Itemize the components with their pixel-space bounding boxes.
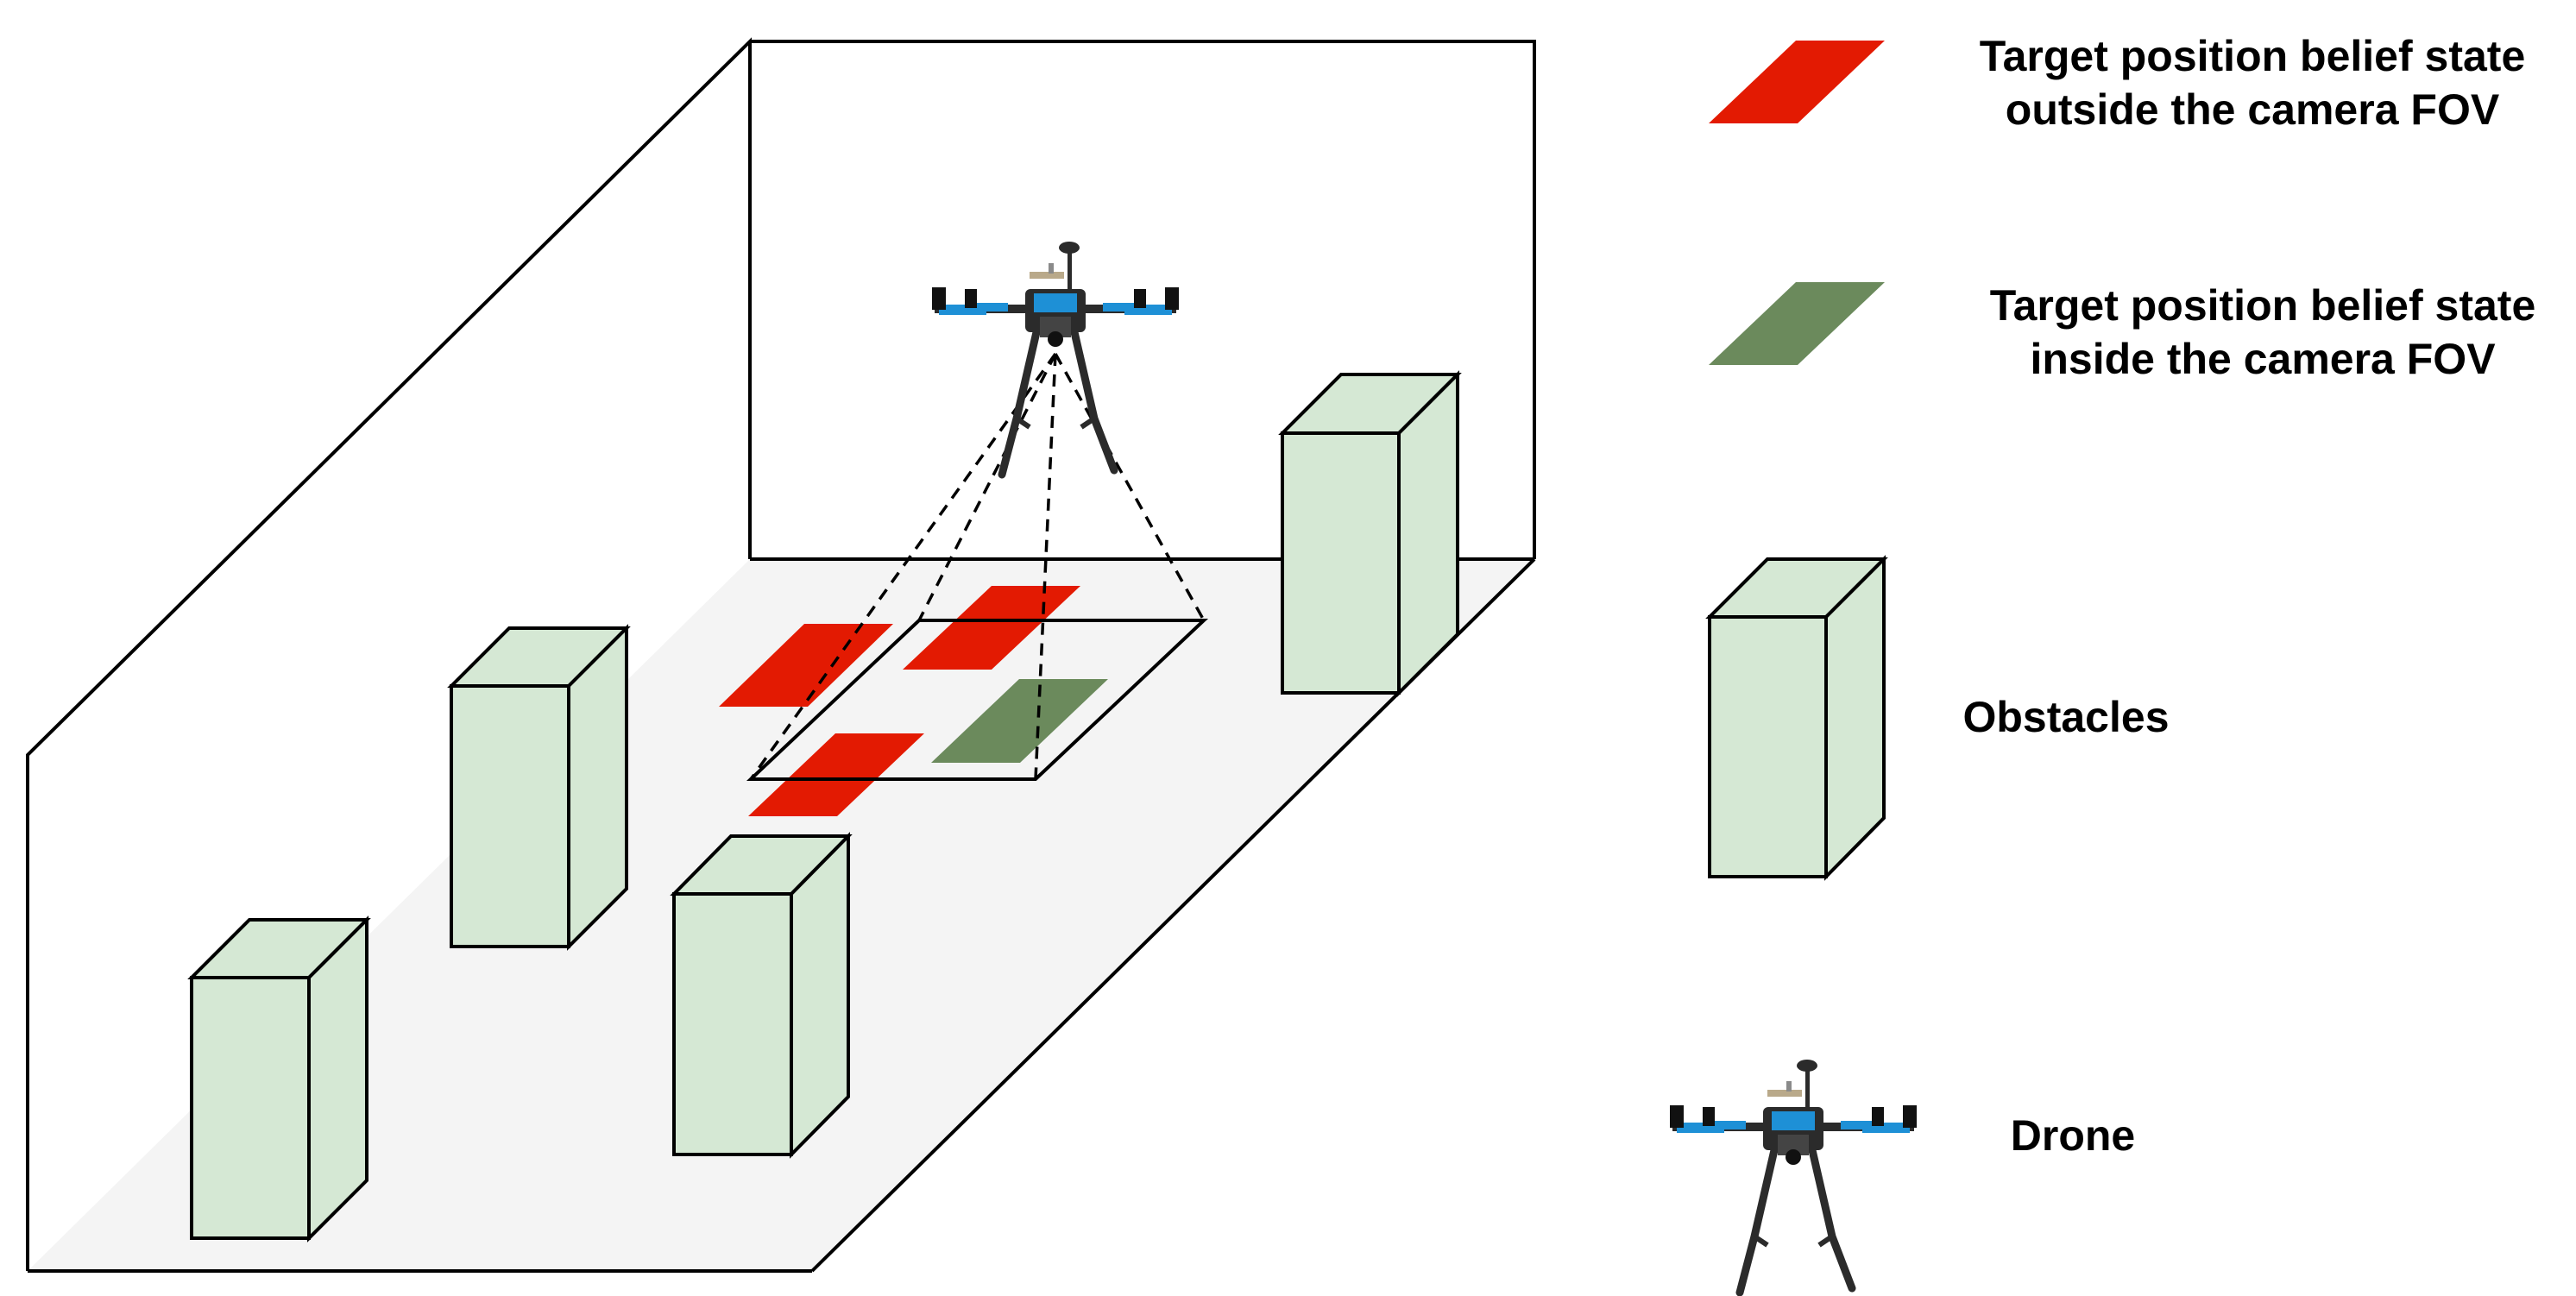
legend-swatch-obstacle xyxy=(1705,555,1888,881)
belief-cell-outside xyxy=(748,733,924,816)
legend: Target position belief state outside the… xyxy=(1670,32,2535,1293)
legend-label-belief-outside-line2: outside the camera FOV xyxy=(2006,85,2500,134)
belief-cell-outside xyxy=(719,624,893,707)
legend-label-drone: Drone xyxy=(2011,1111,2135,1160)
back-wall xyxy=(750,40,1536,559)
belief-outside-cells xyxy=(719,586,1080,816)
obstacle-box xyxy=(187,915,371,1243)
belief-cell-outside xyxy=(903,586,1080,670)
obstacle-box xyxy=(447,624,631,951)
legend-label-belief-inside-line1: Target position belief state xyxy=(1990,281,2536,330)
legend-label-belief-inside-line2: inside the camera FOV xyxy=(2030,335,2496,383)
obstacle-box xyxy=(670,832,853,1159)
legend-label-belief-outside-line1: Target position belief state xyxy=(1980,32,2526,80)
legend-label-obstacles: Obstacles xyxy=(1962,693,2169,741)
belief-cell-inside xyxy=(931,679,1108,763)
camera-fov-footprint xyxy=(746,619,1209,781)
legend-drone-icon xyxy=(1670,1060,1917,1293)
legend-swatch-belief-outside xyxy=(1709,41,1885,123)
obstacle-box xyxy=(1278,370,1462,697)
camera-fov-rays xyxy=(749,352,1206,781)
legend-swatch-belief-inside xyxy=(1709,282,1885,365)
left-wall xyxy=(26,37,752,1271)
